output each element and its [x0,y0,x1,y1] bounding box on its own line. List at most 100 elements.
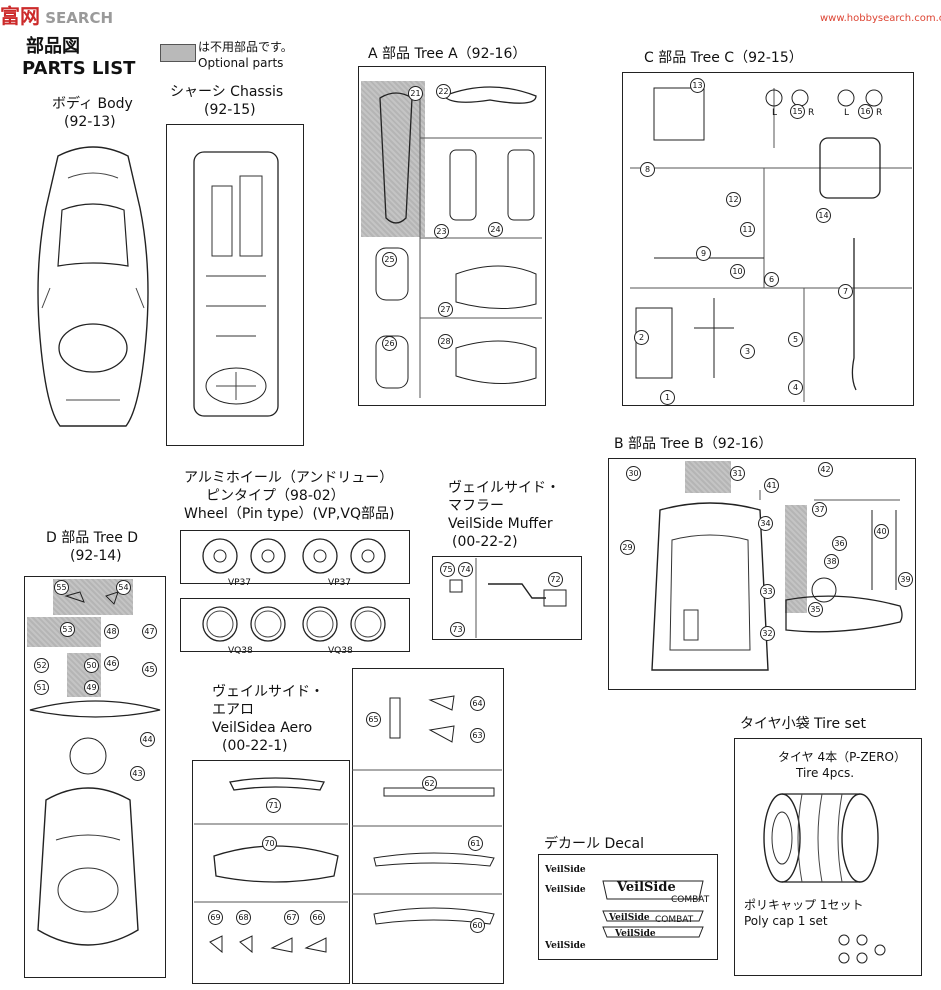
tires-line-2: Tire 4pcs. [796,766,855,780]
aero-runner-left [192,760,350,984]
chassis-drawing [193,151,279,417]
part-66: 66 [310,910,325,925]
part-4: 4 [788,380,803,395]
part-7: 7 [838,284,853,299]
decal-brand-low: VeilSide [615,929,656,939]
part-51: 51 [34,680,49,695]
muffler-title-1: ヴェイルサイド・ [448,480,560,496]
part-22: 22 [436,84,451,99]
aero-code: (00-22-1) [222,738,288,754]
tree-a-runner [358,66,546,406]
label-r-2: R [876,108,883,118]
tree-d-code: (92-14) [70,548,122,564]
wheel-vq-drawing [202,606,386,642]
part-36: 36 [832,536,847,551]
part-12: 12 [726,192,741,207]
tires-line-4: Poly cap 1 set [744,914,828,928]
wheel-vp-drawing [202,538,386,574]
part-33: 33 [760,584,775,599]
part-37: 37 [812,502,827,517]
part-42: 42 [818,462,833,477]
muffler-runner [432,556,582,640]
muffler-title-3: VeilSide Muffer [448,516,553,532]
tree-b-runner [608,458,916,690]
part-6: 6 [764,272,779,287]
part-41: 41 [764,478,779,493]
part-65: 65 [366,712,381,727]
part-54: 54 [116,580,131,595]
watermark-logo: 富网 SEARCH [0,4,114,28]
part-8: 8 [640,162,655,177]
tree-a-optional-area [361,81,425,237]
legend-label-jp: は不用部品です。 [198,40,293,54]
part-62: 62 [422,776,437,791]
part-64: 64 [470,696,485,711]
label-l-2: L [844,108,850,118]
decal-brand-2: VeilSide [545,885,586,895]
part-46: 46 [104,656,119,671]
part-52: 52 [34,658,49,673]
part-21: 21 [408,86,423,101]
muffler-code: (00-22-2) [452,534,518,550]
decal-combat-1: COMBAT [671,895,710,905]
label-l-1: L [772,108,778,118]
decal-brand-bottom: VeilSide [545,941,586,951]
part-30: 30 [626,466,641,481]
part-67: 67 [284,910,299,925]
chassis-code: (92-15) [204,102,256,118]
page-title-en: PARTS LIST [22,58,136,79]
tree-d-title: D 部品 Tree D [46,530,139,546]
part-69: 69 [208,910,223,925]
tree-c-runner [622,72,914,406]
part-45: 45 [142,662,157,677]
part-72: 72 [548,572,563,587]
part-43: 43 [130,766,145,781]
body-code: (92-13) [64,114,116,130]
legend-label-en: Optional parts [198,56,284,70]
part-39: 39 [898,572,913,587]
wheel-vp-runner [180,530,410,584]
body-shell-drawing [37,146,149,427]
part-70: 70 [262,836,277,851]
part-68: 68 [236,910,251,925]
part-31: 31 [730,466,745,481]
vp37-label-1: VP37 [228,578,252,588]
part-47: 47 [142,624,157,639]
part-32: 32 [760,626,775,641]
decal-sheet: VeilSide VeilSide VeilSide COMBAT VeilSi… [538,854,718,960]
wheel-title-1: アルミホイール（アンドリュー） [184,470,394,486]
part-35: 35 [808,602,823,617]
part-44: 44 [140,732,155,747]
decal-brand-1: VeilSide [545,865,586,875]
tree-d-parts-drawing [29,591,161,946]
optional-swatch [160,44,196,62]
chassis-title: シャーシ Chassis [170,84,284,100]
part-71: 71 [266,798,281,813]
part-61: 61 [468,836,483,851]
label-r-1: R [808,108,815,118]
decal-brand-mid: VeilSide [609,913,650,923]
tires-line-1: タイヤ 4本（P-ZERO） [778,750,906,764]
tires-drawing [763,793,879,883]
wheel-title-2: ピンタイプ（98-02） [206,488,345,504]
part-53: 53 [60,622,75,637]
wheel-vq-runner [180,598,410,652]
part-40: 40 [874,524,889,539]
tree-b-parts-drawing [651,490,903,671]
muffler-drawing [449,558,567,638]
part-63: 63 [470,728,485,743]
aero-title-2: エアロ [212,702,254,718]
part-3: 3 [740,344,755,359]
part-5: 5 [788,332,803,347]
tree-c-title: C 部品 Tree C（92-15） [644,50,803,66]
decal-brand-large: VeilSide [617,880,676,895]
part-74: 74 [458,562,473,577]
aero-parts-drawing [194,695,502,954]
decal-title: デカール Decal [544,836,645,852]
aero-title-3: VeilSidea Aero [212,720,313,736]
decal-combat-2: COMBAT [655,915,694,925]
part-11: 11 [740,222,755,237]
part-14: 14 [816,208,831,223]
part-9: 9 [696,246,711,261]
tree-c-parts-drawing [630,87,912,402]
